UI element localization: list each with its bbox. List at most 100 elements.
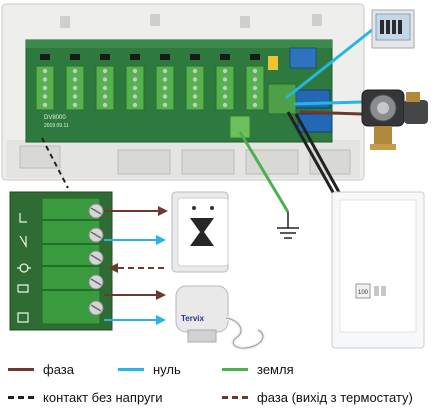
terminal-screw xyxy=(132,77,138,82)
terminal-screw xyxy=(72,85,78,91)
terminal-screw xyxy=(102,94,108,99)
legend-item-phase-thermostat: фаза (вихід з термостату) xyxy=(222,388,413,406)
legend-label-phase-thermostat: фаза (вихід з термостату) xyxy=(257,389,413,405)
zone-chip xyxy=(220,54,230,60)
terminal-screw xyxy=(192,85,198,91)
dry-contact-line-swatch xyxy=(8,395,34,399)
neutral-wire-to-switchbox xyxy=(285,28,373,100)
zone-chip xyxy=(40,54,50,60)
terminal-screw xyxy=(42,77,48,82)
terminal-screw xyxy=(222,94,228,99)
terminal-screw xyxy=(192,77,198,82)
terminal-screw xyxy=(132,102,138,108)
terminal-screw xyxy=(132,94,138,99)
terminal-screw xyxy=(252,94,258,99)
legend-item-neutral: нуль xyxy=(118,360,181,378)
gas-boiler: 100 xyxy=(331,191,425,349)
zoomed-terminal-block xyxy=(9,191,113,331)
terminal-screw xyxy=(162,94,168,99)
dry-contact-wire-1 xyxy=(286,111,336,195)
ground-symbol xyxy=(277,212,299,239)
terminal-screw xyxy=(102,85,108,91)
screw-slot xyxy=(90,304,102,312)
zone-chip xyxy=(100,54,110,60)
terminal-screw xyxy=(222,68,228,74)
terminal-screw xyxy=(252,77,258,82)
zoom-indicator-line xyxy=(41,137,69,189)
terminal-screw xyxy=(252,85,258,91)
relay-section xyxy=(229,47,333,139)
switch-box xyxy=(371,9,415,49)
legend: фаза нуль земля контакт без напруги фаза… xyxy=(0,356,435,416)
zone-chip xyxy=(190,54,200,60)
hourglass-icon xyxy=(190,218,214,246)
terminal-screw xyxy=(42,68,48,74)
circulation-pump xyxy=(361,89,428,150)
terminal-screw xyxy=(72,68,78,74)
zone-chip xyxy=(250,54,260,60)
legend-label-neutral: нуль xyxy=(153,361,181,377)
terminal-markings xyxy=(17,213,31,323)
zone-chip xyxy=(160,54,170,60)
terminal-screw xyxy=(102,102,108,108)
terminal-screw xyxy=(222,102,228,108)
phase-line-swatch xyxy=(8,367,34,371)
relay-2 xyxy=(297,113,333,133)
wiring-diagram: DV8000 2019 09.11 xyxy=(1,3,428,351)
terminal-screw xyxy=(192,94,198,99)
terminal-screw xyxy=(162,102,168,108)
terminal-screw xyxy=(252,68,258,74)
neutral-wire-to-pump xyxy=(293,100,363,106)
terminal-screw xyxy=(162,68,168,74)
screw-slot xyxy=(90,278,102,286)
zone-terminal-blocks xyxy=(35,54,265,111)
zone-chip xyxy=(130,54,140,60)
relay-1 xyxy=(295,89,331,109)
controller-wires xyxy=(41,28,373,213)
ground-terminal-block xyxy=(229,115,251,139)
screw-slot xyxy=(90,207,102,215)
screw-slot xyxy=(90,231,102,239)
terminal-screw xyxy=(72,102,78,108)
terminal-screw xyxy=(252,102,258,108)
neutral-line-swatch xyxy=(118,367,144,371)
board-model-label: DV8000 xyxy=(44,115,66,121)
terminal-screw xyxy=(162,77,168,82)
legend-label-phase: фаза xyxy=(43,361,74,377)
terminal-screw xyxy=(132,85,138,91)
terminal-screw xyxy=(192,102,198,108)
legend-item-ground: земля xyxy=(222,360,294,378)
terminal-screw xyxy=(132,68,138,74)
terminal-screw xyxy=(222,77,228,82)
fuse xyxy=(268,56,278,70)
board-date-label: 2019 09.11 xyxy=(44,123,69,129)
phase-thermostat-line-swatch xyxy=(222,395,248,399)
phase-wire-to-pump xyxy=(299,110,363,116)
boiler-display: 100 xyxy=(358,290,369,296)
terminal-screw xyxy=(222,85,228,91)
legend-item-phase: фаза xyxy=(8,360,74,378)
transformer xyxy=(289,47,317,69)
legend-item-dry-contact: контакт без напруги xyxy=(8,388,163,406)
legend-label-dry-contact: контакт без напруги xyxy=(43,389,163,405)
terminal-screw xyxy=(162,85,168,91)
ground-line-swatch xyxy=(222,367,248,371)
terminal-connection-arrows xyxy=(104,206,168,325)
actuator-brand-label: Tervix xyxy=(181,314,205,323)
room-thermostat xyxy=(171,191,229,273)
zone-chip xyxy=(70,54,80,60)
ground-wire xyxy=(238,131,290,213)
screw-slot xyxy=(90,254,102,262)
terminal-screw xyxy=(72,94,78,99)
power-terminal-block xyxy=(267,83,297,115)
terminal-screw xyxy=(102,68,108,74)
thermal-actuator: Tervix xyxy=(175,285,265,351)
terminal-screw xyxy=(192,68,198,74)
terminal-screw xyxy=(72,77,78,82)
terminal-screw xyxy=(42,102,48,108)
actuator-cable xyxy=(225,316,265,351)
dry-contact-wire-2 xyxy=(294,113,342,195)
terminal-screw xyxy=(42,85,48,91)
legend-label-ground: земля xyxy=(257,361,294,377)
terminal-screw xyxy=(42,94,48,99)
